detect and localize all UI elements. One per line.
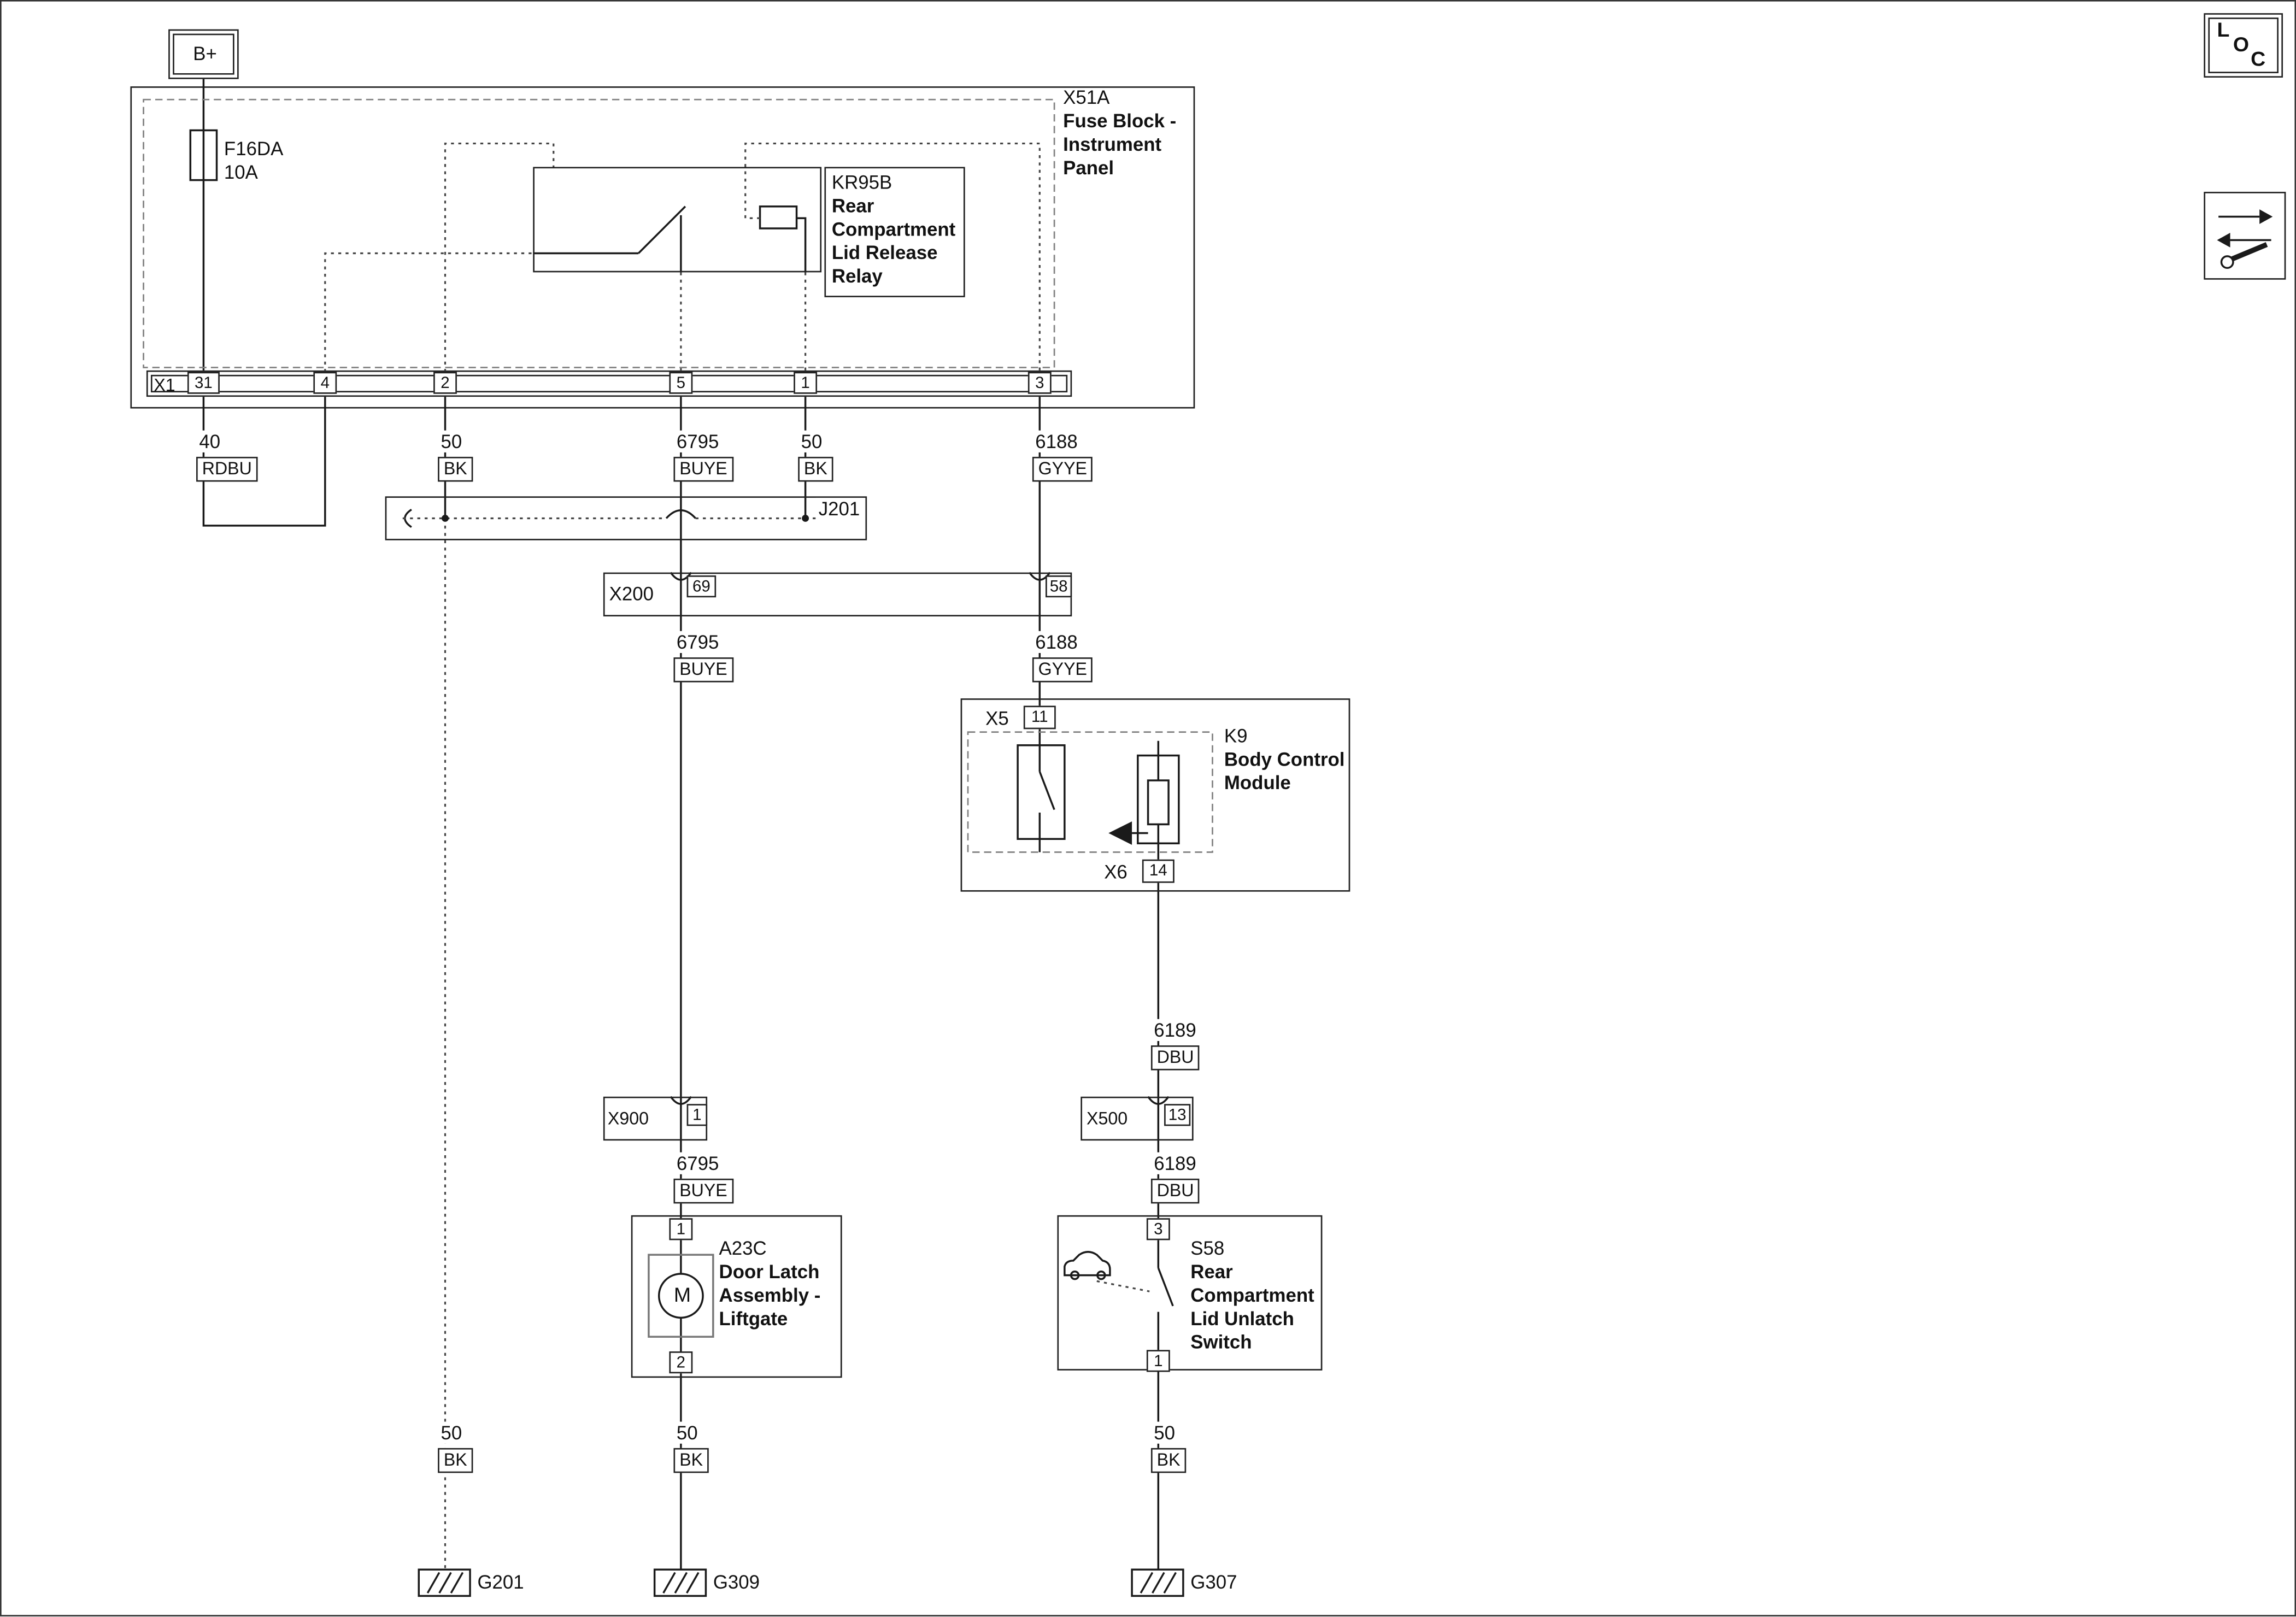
- loc-letter-o: O: [2233, 32, 2250, 56]
- x1-pin-4: 4: [313, 372, 337, 394]
- wrench-icon: [2220, 242, 2268, 269]
- x1-pin-3: 3: [1027, 372, 1052, 394]
- x6-pin-14: 14: [1142, 859, 1175, 883]
- repair-instructions-button[interactable]: [2204, 191, 2286, 280]
- splice-id: J201: [815, 497, 863, 521]
- fuse-id: F16DA: [224, 137, 284, 160]
- wire-label-6189-dbu: 6189 DBU: [1150, 1018, 1200, 1071]
- ground-icon: [418, 1568, 471, 1597]
- wire-label-50-bk: 50 BK: [673, 1420, 709, 1473]
- ground-icon: [1131, 1568, 1184, 1597]
- connector-notch-icon: [1029, 572, 1051, 581]
- battery-positive-terminal: B+: [168, 29, 239, 79]
- relay-switch-icon: [533, 205, 686, 273]
- x1-pin-2: 2: [433, 372, 457, 394]
- x5-pin-11: 11: [1023, 705, 1056, 730]
- motor-icon: [648, 1254, 714, 1338]
- wire-label-6188-gyye: 6188 GYYE: [1032, 630, 1093, 683]
- repair-arrows-icon: [2218, 215, 2271, 242]
- x500-pin-13: 13: [1164, 1104, 1191, 1126]
- wire-label-6188-gyye: 6188 GYYE: [1032, 429, 1093, 482]
- wire-label-50-bk: 50 BK: [438, 1420, 473, 1473]
- fuse-block-id: X51A: [1063, 86, 1110, 109]
- unlatch-switch-id: S58: [1190, 1237, 1225, 1260]
- x1-pin-1: 1: [794, 372, 818, 394]
- fuse-rating: 10A: [224, 161, 258, 183]
- splice-junction-dot: [442, 515, 449, 522]
- wire-label-6189-dbu: 6189 DBU: [1150, 1151, 1200, 1204]
- x1-pin-5: 5: [669, 372, 693, 394]
- wire-label-6795-buye: 6795 BUYE: [673, 429, 733, 482]
- relay-id: KR95B: [831, 171, 892, 193]
- wire-label-50-bk: 50 BK: [1150, 1420, 1187, 1473]
- connector-x500-id: X500: [1087, 1108, 1128, 1129]
- wire-label-50-bk: 50 BK: [438, 429, 473, 482]
- arrow-right-icon: [2259, 209, 2273, 224]
- door-latch-box: [631, 1215, 842, 1378]
- driver-arrow-icon: [1108, 821, 1132, 845]
- a23c-pin-2: 2: [669, 1351, 693, 1374]
- battery-positive-label: B+: [193, 42, 217, 64]
- ground-label-g309: G309: [713, 1571, 760, 1594]
- connector-x500-box: [1081, 1096, 1194, 1141]
- connector-notch-icon: [670, 1096, 692, 1105]
- wire-label-6795-buye: 6795 BUYE: [673, 1151, 733, 1204]
- door-latch-label: A23C Door Latch Assembly - Liftgate: [719, 1237, 821, 1330]
- connector-x200-id: X200: [609, 583, 654, 605]
- bcm-connector-x5-id: X5: [985, 707, 1009, 730]
- ground-label-g201: G201: [477, 1571, 524, 1594]
- s58-pin-1: 1: [1146, 1350, 1170, 1372]
- fuse-block-label: X51A Fuse Block - Instrument Panel: [1063, 86, 1177, 179]
- fuse-block-box: [130, 86, 1195, 409]
- connector-x1-strip: X1: [146, 370, 1072, 397]
- loc-letter-l: L: [2217, 17, 2230, 42]
- connector-notch-icon: [1147, 1096, 1170, 1105]
- bcm-driver-icon: [1137, 754, 1180, 845]
- x900-pin-1: 1: [686, 1104, 708, 1126]
- wire-label-6795-buye: 6795 BUYE: [673, 630, 733, 683]
- bcm-switch-icon: [1017, 744, 1066, 840]
- splice-hop-icon: [665, 509, 696, 519]
- splice-junction-dot: [802, 515, 809, 522]
- x200-pin-58: 58: [1046, 575, 1072, 598]
- connector-x900-id: X900: [607, 1108, 649, 1129]
- relay-box: [533, 167, 822, 273]
- wire-label-40-rdbu: 40 RDBU: [196, 429, 258, 482]
- fuse-block-inner-boundary: [143, 98, 1055, 368]
- loc-button[interactable]: L O C: [2204, 13, 2283, 78]
- connector-notch-icon: [670, 572, 692, 581]
- fuse-icon: [189, 129, 218, 181]
- unlatch-switch-box: [1057, 1215, 1323, 1371]
- bcm-label: K9 Body Control Module: [1224, 725, 1345, 794]
- ground-icon: [653, 1568, 707, 1597]
- bcm-box: [960, 698, 1350, 892]
- relay-label: KR95B Rear Compartment Lid Release Relay: [824, 167, 965, 297]
- x200-pin-69: 69: [686, 575, 717, 598]
- door-latch-id: A23C: [719, 1237, 767, 1260]
- connector-x1-id: X1: [154, 374, 175, 396]
- ground-label-g307: G307: [1190, 1571, 1237, 1594]
- bcm-connector-x6-id: X6: [1104, 861, 1128, 883]
- a23c-pin-1: 1: [669, 1218, 693, 1240]
- car-icon: [1064, 1251, 1111, 1280]
- bcm-inner-boundary: [967, 731, 1213, 853]
- s58-pin-3: 3: [1146, 1218, 1170, 1240]
- splice-pack-box: [385, 496, 867, 540]
- wire-label-50-bk: 50 BK: [798, 429, 833, 482]
- motor-label: M: [673, 1283, 691, 1306]
- arrow-left-icon: [2217, 233, 2230, 248]
- unlatch-switch-label: S58 Rear Compartment Lid Unlatch Switch: [1190, 1237, 1314, 1353]
- switch-linkage: [1096, 1280, 1150, 1292]
- x1-pin-31: 31: [187, 372, 220, 394]
- loc-letter-c: C: [2251, 46, 2266, 70]
- bcm-id: K9: [1224, 725, 1248, 747]
- connector-x200-box: [603, 572, 1072, 616]
